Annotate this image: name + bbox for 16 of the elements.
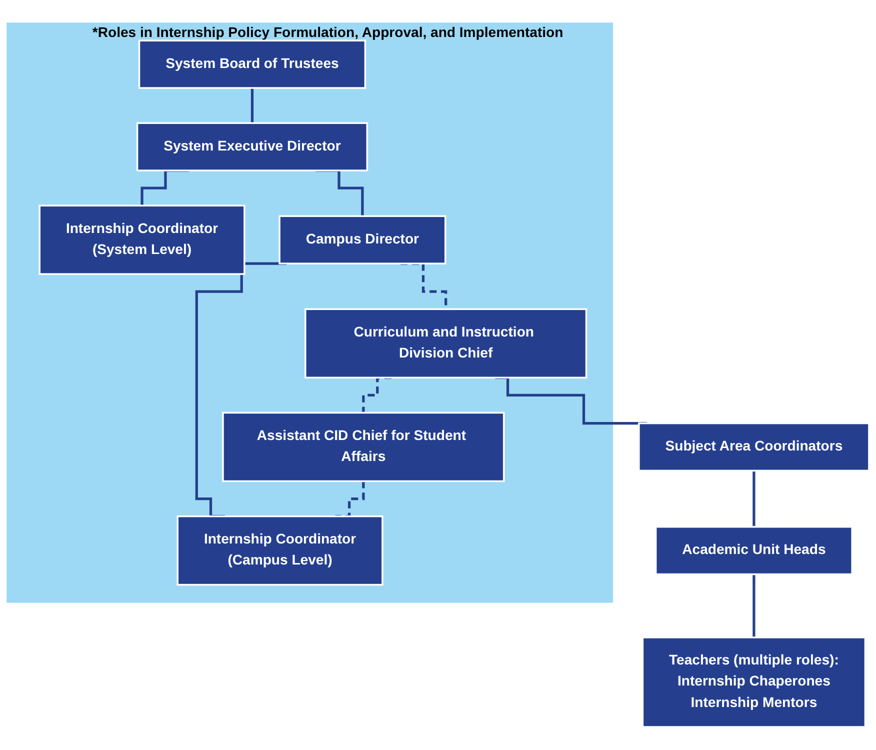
cluster xyxy=(6,22,614,603)
connector xyxy=(250,86,254,124)
connector xyxy=(752,572,756,639)
node-box xyxy=(176,515,384,586)
node-box xyxy=(136,122,368,172)
connector xyxy=(316,169,364,218)
node-box xyxy=(138,40,366,89)
node-box xyxy=(278,215,446,264)
node-box xyxy=(654,526,853,576)
node-box xyxy=(38,204,246,275)
node-box xyxy=(222,412,505,482)
node-box xyxy=(304,308,588,379)
node-box xyxy=(642,636,866,728)
connector xyxy=(140,169,189,207)
connector xyxy=(752,469,756,528)
node-box xyxy=(638,422,870,472)
